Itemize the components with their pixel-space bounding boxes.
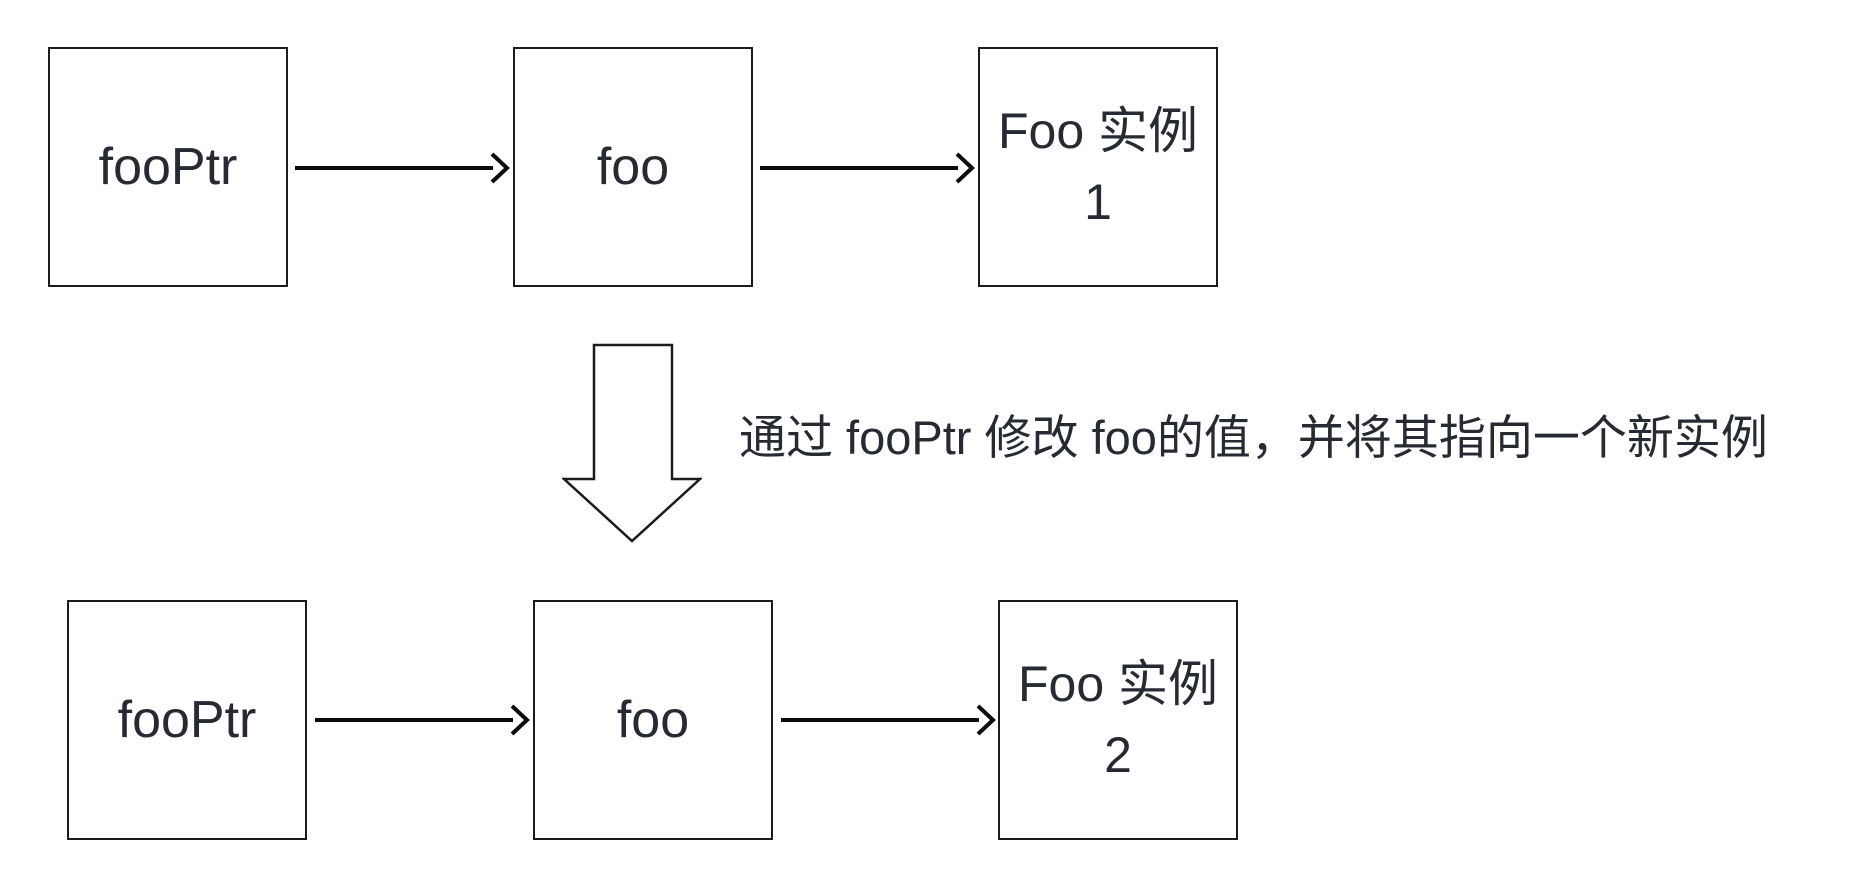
bottom-foo-box: foo [533, 600, 773, 840]
bottom-fooptr-label: fooPtr [117, 691, 257, 749]
bottom-foo-instance-2-box: Foo 实例 2 [998, 600, 1238, 840]
big-down-arrow-icon [562, 343, 702, 543]
top-fooptr-box: fooPtr [48, 47, 288, 287]
top-instance-label-line1: Foo 实例 [997, 103, 1199, 159]
transition-annotation: 通过 fooPtr 修改 foo的值，并将其指向一个新实例 [739, 411, 1768, 464]
top-arrow-fooptr-to-foo-icon [295, 152, 510, 184]
top-foo-box: foo [513, 47, 753, 287]
bottom-arrow-fooptr-to-foo-icon [315, 704, 530, 736]
top-foo-instance-1-box: Foo 实例 1 [978, 47, 1218, 287]
top-foo-label: foo [596, 138, 670, 196]
top-arrow-foo-to-instance-icon [760, 152, 975, 184]
top-instance-label-line2: 1 [1084, 174, 1112, 230]
bottom-fooptr-box: fooPtr [67, 600, 307, 840]
bottom-arrow-foo-to-instance-icon [781, 704, 996, 736]
bottom-instance-label-line2: 2 [1104, 727, 1132, 783]
bottom-instance-label-line1: Foo 实例 [1017, 656, 1219, 712]
top-fooptr-label: fooPtr [98, 138, 238, 196]
bottom-foo-label: foo [616, 691, 690, 749]
